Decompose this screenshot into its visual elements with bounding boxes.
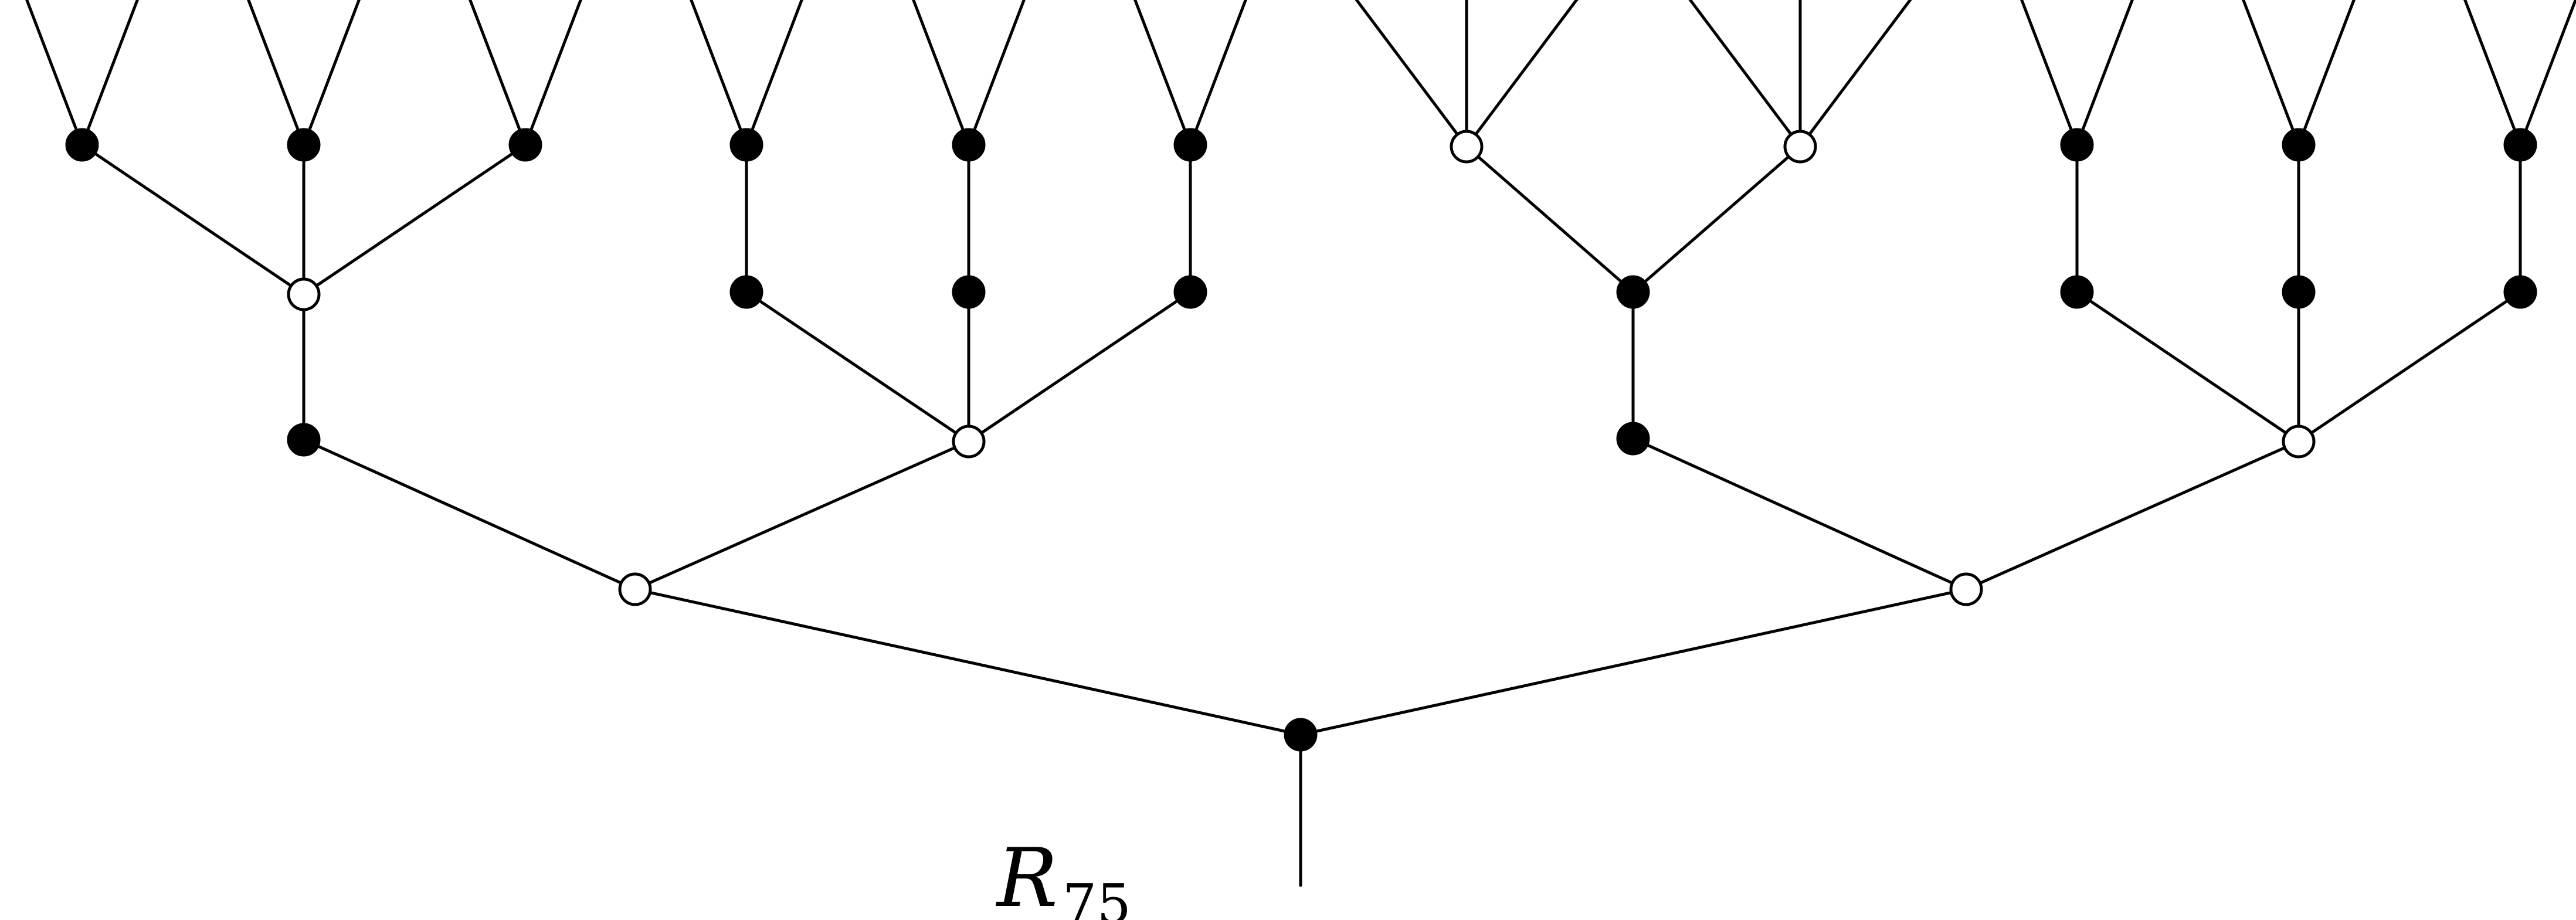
filled-node-l3g	[2282, 275, 2316, 309]
open-edge-l4i-20	[2075, 0, 2134, 147]
open-edge-l4d-7	[690, 0, 748, 147]
open-node-l3a	[287, 277, 321, 311]
open-edge-l4g-13	[1355, 0, 1468, 148]
edge-root-l1a	[633, 588, 1302, 736]
open-node-l1a	[618, 572, 652, 606]
open-edge-l4e-9	[912, 0, 970, 147]
open-edge-l4b-3	[247, 0, 306, 147]
filled-node-l3d	[1173, 275, 1207, 309]
edge-l1a-l2a	[302, 438, 637, 591]
open-edge-l4k-24	[2519, 0, 2576, 147]
open-edge-l4f-12	[1189, 0, 1247, 147]
nodes	[65, 128, 2537, 752]
open-node-l2b	[952, 425, 986, 459]
edge-l3a-l4c	[302, 143, 527, 296]
open-edge-l4h-16	[1688, 0, 1802, 148]
open-edge-l4j-21	[2242, 0, 2300, 147]
open-edge-l4a-2	[80, 0, 139, 147]
filled-node-l2a	[287, 423, 321, 457]
filled-node-root	[1284, 718, 1318, 752]
edge-l2d-l3h	[2297, 290, 2522, 443]
open-edge-l4c-5	[469, 0, 527, 147]
edge-l3e-l4h	[1631, 145, 1802, 294]
open-node-l4g	[1450, 130, 1484, 164]
open-edge-l4k-23	[2463, 0, 2522, 147]
open-edge-l4a-1	[25, 0, 84, 147]
open-edge-l4j-22	[2297, 0, 2356, 147]
edge-l1b-l2d	[1964, 440, 2300, 591]
edge-l2d-l3f	[2075, 290, 2300, 443]
open-edge-l4g-15	[1465, 0, 1579, 148]
open-edge-l4i-19	[2020, 0, 2079, 147]
filled-node-l4b	[287, 128, 321, 162]
edges	[25, 0, 2576, 887]
filled-node-l3c	[952, 275, 986, 309]
edge-l3a-l4a	[80, 143, 306, 296]
filled-node-l4a	[65, 128, 99, 162]
graph-label-subscript: 75	[1063, 873, 1131, 920]
edge-l3e-l4g	[1465, 145, 1635, 294]
open-node-l1b	[1949, 572, 1983, 606]
filled-node-l4c	[508, 128, 542, 162]
open-edge-l4d-8	[745, 0, 803, 147]
open-edge-l4e-10	[967, 0, 1026, 147]
open-edge-l4f-11	[1133, 0, 1192, 147]
open-edge-l4h-18	[1798, 0, 1912, 148]
open-node-l2d	[2282, 425, 2316, 459]
edge-l2b-l3b	[745, 290, 970, 443]
filled-node-l2c	[1616, 422, 1650, 456]
edge-l2b-l3d	[967, 290, 1192, 443]
filled-node-l4k	[2503, 128, 2537, 162]
filled-node-l3e	[1616, 275, 1650, 309]
edge-root-l1b	[1299, 588, 1968, 736]
graph-label-main: R	[995, 831, 1058, 920]
open-node-l4h	[1783, 130, 1817, 164]
filled-node-l3h	[2503, 275, 2537, 309]
filled-node-l4e	[952, 128, 986, 162]
edge-l1b-l2c	[1631, 437, 1968, 591]
open-edge-l4c-6	[524, 0, 582, 147]
open-edge-l4b-4	[302, 0, 361, 147]
graph-label: R75	[995, 831, 1131, 920]
filled-node-l3f	[2060, 275, 2094, 309]
edge-l1a-l2b	[633, 440, 970, 591]
filled-node-l4j	[2282, 128, 2316, 162]
filled-node-l3b	[729, 275, 763, 309]
filled-node-l4d	[729, 128, 763, 162]
filled-node-l4i	[2060, 128, 2094, 162]
filled-node-l4f	[1173, 128, 1207, 162]
